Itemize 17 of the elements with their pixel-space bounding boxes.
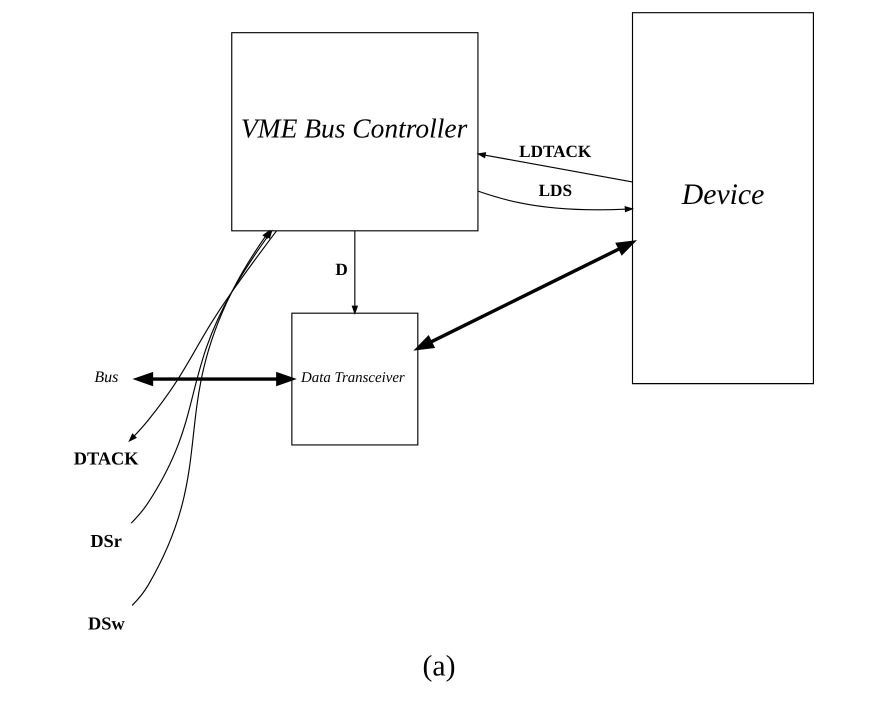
arrow <box>476 152 632 182</box>
node-text: DSw <box>88 614 125 634</box>
node-text: Bus <box>94 369 118 386</box>
caption: (a) <box>422 649 456 682</box>
node-box: Device <box>632 12 814 384</box>
arrow <box>478 190 634 212</box>
edge-label: LDTACK <box>519 142 592 161</box>
arrow <box>132 230 270 606</box>
node-box: VME Bus Controller <box>231 32 478 232</box>
node-text: DSr <box>90 531 122 552</box>
arrow <box>132 372 297 386</box>
node-text: DTACK <box>74 448 139 469</box>
node-box: Data Transceiver <box>291 312 418 446</box>
edge-label: D <box>335 260 348 279</box>
arrow <box>413 240 637 351</box>
arrow <box>352 231 358 315</box>
edge-label: LDS <box>538 180 572 200</box>
